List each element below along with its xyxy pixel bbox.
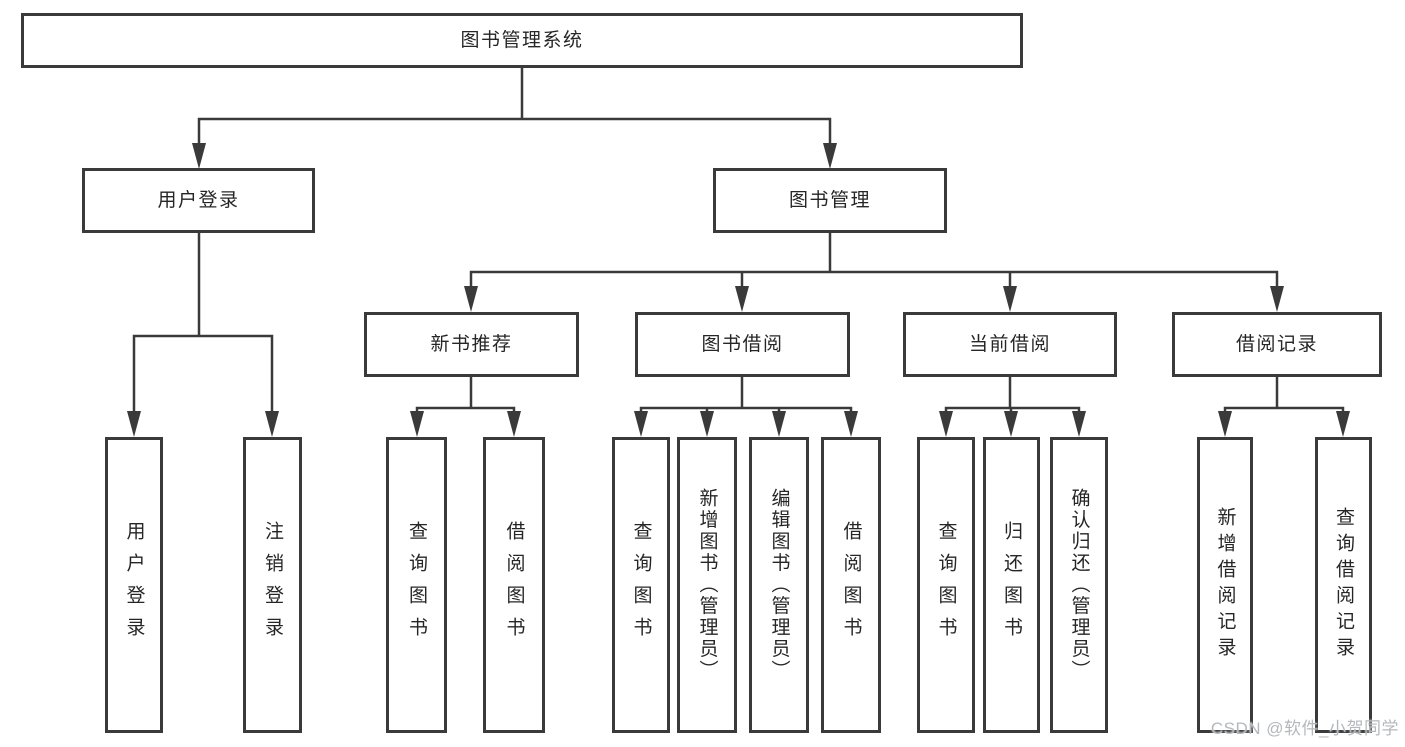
leaf-borrow-books-1-label: 借阅图书 [503,521,525,649]
leaf-borrow-books-2: 借阅图书 [821,437,881,733]
leaf-add-books-admin: 新增图书（管理员） [677,437,737,733]
node-current-borrowing: 当前借阅 [903,312,1117,377]
csdn-watermark: CSDN @软件_小贺同学 [1210,719,1399,738]
node-book-management: 图书管理 [713,168,947,233]
node-user-login: 用户登录 [82,168,315,233]
leaf-query-books-2-label: 查询图书 [630,521,652,649]
leaf-query-books-1: 查询图书 [386,437,447,733]
node-borrowing-records-label: 借阅记录 [1235,334,1318,355]
leaf-return-books-label: 归还图书 [1001,521,1022,649]
leaf-borrow-books-2-label: 借阅图书 [840,521,862,649]
leaf-confirm-return-admin: 确认归还（管理员） [1050,437,1108,733]
node-system-root: 图书管理系统 [21,13,1023,68]
leaf-add-borrow-record-label: 新增借阅记录 [1214,507,1236,663]
leaf-add-books-admin-label: 新增图书（管理员） [696,488,718,682]
node-new-book-recommend: 新书推荐 [364,312,579,377]
arrowheads [127,143,1350,437]
leaf-edit-books-admin: 编辑图书（管理员） [749,437,809,733]
leaf-query-books-1-label: 查询图书 [406,521,427,649]
leaf-edit-books-admin-label: 编辑图书（管理员） [768,488,790,682]
leaf-confirm-return-admin-label: 确认归还（管理员） [1068,488,1090,682]
leaf-return-books: 归还图书 [983,437,1040,733]
node-user-login-label: 用户登录 [157,190,240,211]
leaf-query-books-3: 查询图书 [917,437,975,733]
node-new-book-recommend-label: 新书推荐 [430,334,513,355]
leaf-query-books-2: 查询图书 [612,437,670,733]
node-book-management-label: 图书管理 [788,190,871,211]
node-book-borrowing: 图书借阅 [635,312,850,377]
leaf-logout: 注销登录 [243,437,302,733]
node-system-root-label: 图书管理系统 [460,30,584,51]
node-borrowing-records: 借阅记录 [1172,312,1382,377]
node-current-borrowing-label: 当前借阅 [968,334,1051,355]
leaf-user-login-label: 用户登录 [123,521,145,649]
leaf-query-borrow-record-label: 查询借阅记录 [1333,507,1354,663]
leaf-borrow-books-1: 借阅图书 [483,437,545,733]
node-book-borrowing-label: 图书借阅 [701,334,784,355]
leaf-logout-label: 注销登录 [262,521,283,649]
leaf-query-books-3-label: 查询图书 [935,521,957,649]
leaf-add-borrow-record: 新增借阅记录 [1197,437,1253,733]
leaf-query-borrow-record: 查询借阅记录 [1315,437,1372,733]
leaf-user-login: 用户登录 [105,437,163,733]
